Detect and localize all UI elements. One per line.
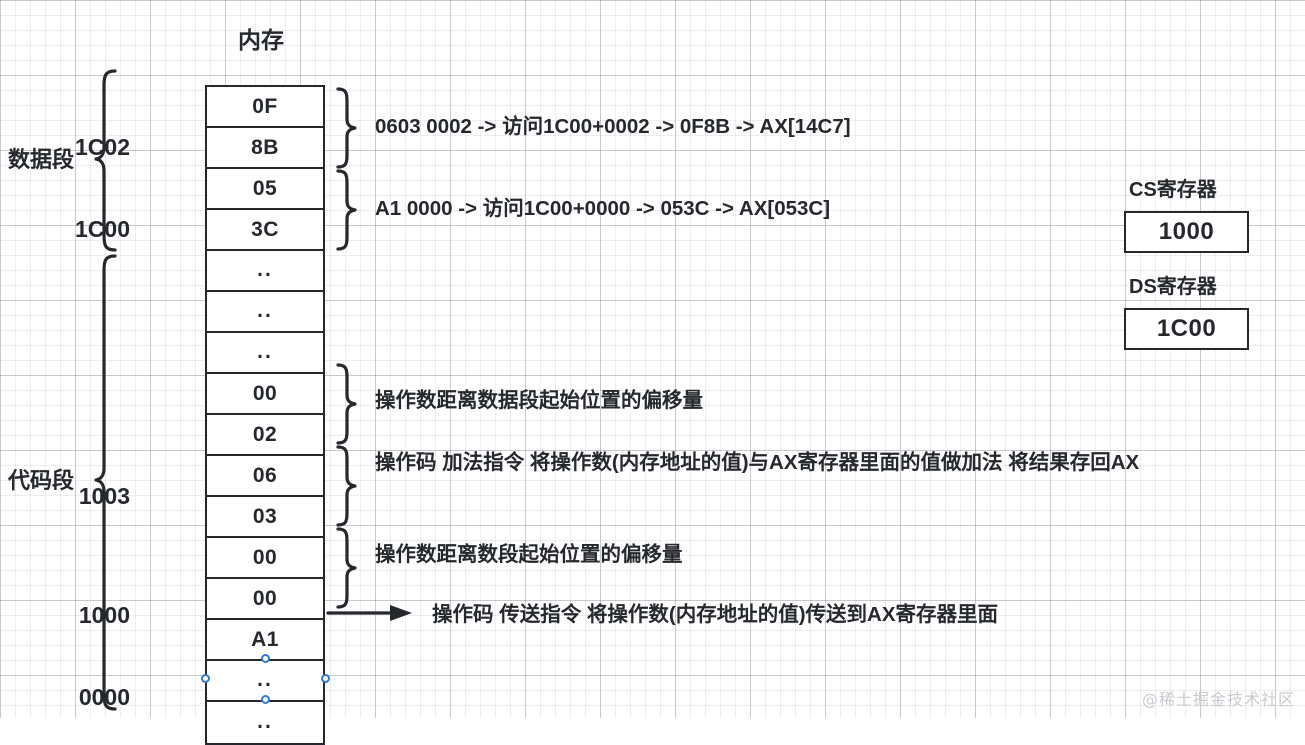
selection-handle-top[interactable] [260, 653, 270, 663]
address-label-1c00: 1C00 [75, 216, 130, 242]
brace-annotation-3 [336, 363, 357, 445]
diagram-root: 内存 0F 8B 05 3C .. .. .. 00 02 06 03 00 0… [8, 27, 1249, 745]
annotation-data-seg-low: A1 0000 -> 访问1C00+0000 -> 053C -> AX[053… [375, 197, 831, 220]
annotation-operand-offset-1: 操作数距离数段起始位置的偏移量 [375, 543, 683, 566]
brace-annotation-5 [336, 527, 357, 609]
address-label-0000: 0000 [78, 684, 130, 710]
address-label-1000: 1000 [78, 602, 130, 628]
memory-cell[interactable]: .. [207, 251, 323, 292]
register-value-cs[interactable]: 1000 [1124, 211, 1249, 253]
memory-cell[interactable]: 02 [207, 415, 323, 456]
memory-cell[interactable]: 06 [207, 456, 323, 497]
register-value-ds[interactable]: 1C00 [1124, 308, 1249, 350]
memory-cell[interactable]: 05 [207, 169, 323, 210]
memory-cell[interactable]: 03 [207, 497, 323, 538]
annotation-mov-instruction: 操作码 传送指令 将操作数(内存地址的值)传送到AX寄存器里面 [432, 603, 999, 626]
memory-cell[interactable]: .. [207, 333, 323, 374]
memory-cell[interactable]: 00 [207, 374, 323, 415]
memory-cell[interactable]: 00 [207, 538, 323, 579]
memory-table[interactable]: 0F 8B 05 3C .. .. .. 00 02 06 03 00 00 A… [205, 85, 325, 745]
memory-cell-selected[interactable]: .. [207, 702, 323, 743]
arrow-mov-head [390, 605, 412, 621]
memory-cell[interactable]: 0F [207, 87, 323, 128]
register-title-cs: CS寄存器 [1129, 179, 1217, 201]
selection-handle-bottom[interactable] [260, 694, 270, 704]
watermark: @稀土掘金技术社区 [1141, 690, 1295, 709]
selection-handle-left[interactable] [200, 673, 210, 683]
selection-handle-right[interactable] [320, 673, 330, 683]
register-title-ds: DS寄存器 [1129, 276, 1217, 298]
brace-annotation-1 [336, 87, 357, 169]
memory-title: 内存 [238, 27, 284, 53]
annotation-add-instruction: 操作码 加法指令 将操作数(内存地址的值)与AX寄存器里面的值做加法 将结果存回… [375, 451, 1140, 474]
annotation-operand-offset-2: 操作数距离数据段起始位置的偏移量 [375, 389, 703, 412]
segment-label-data: 数据段 [8, 147, 75, 172]
memory-cell[interactable]: .. [207, 292, 323, 333]
annotation-data-seg-high: 0603 0002 -> 访问1C00+0002 -> 0F8B -> AX[1… [375, 115, 851, 138]
memory-cell[interactable]: 8B [207, 128, 323, 169]
memory-cell[interactable]: 3C [207, 210, 323, 251]
memory-cell[interactable]: 00 [207, 579, 323, 620]
segment-label-code: 代码段 [8, 468, 75, 493]
brace-annotation-4 [336, 445, 357, 527]
brace-annotation-2 [336, 169, 357, 251]
